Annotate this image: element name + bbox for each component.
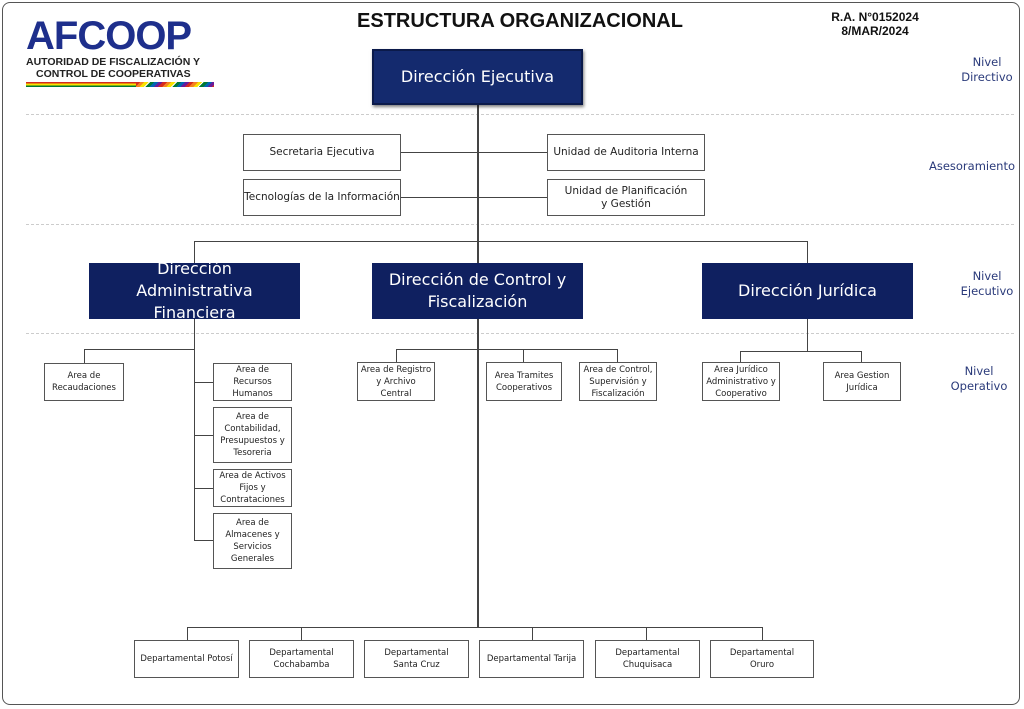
box-area-control-supervision[interactable]: Area de Control, Supervisión y Fiscaliza…: [579, 362, 657, 401]
box-area-juridico-administrativo[interactable]: Area Jurídico Administrativo y Cooperati…: [702, 362, 780, 401]
connector: [646, 627, 647, 641]
box-departamental-tarija[interactable]: Departamental Tarija: [479, 640, 584, 678]
level-directivo-line2: Directivo: [961, 70, 1013, 84]
resolution-number: R.A. N°0152024: [831, 10, 919, 24]
afcoop-logo: AFCOOP AUTORIDAD DE FISCALIZACIÓN Y CONT…: [26, 16, 226, 92]
connector: [807, 241, 808, 264]
box-planificacion-gestion[interactable]: Unidad de Planificación y Gestión: [547, 179, 705, 216]
box-secretaria-ejecutiva[interactable]: Secretaria Ejecutiva: [243, 134, 401, 171]
connector: [523, 349, 524, 363]
connector: [194, 488, 214, 489]
connector: [400, 152, 548, 153]
box-direccion-ejecutiva[interactable]: Dirección Ejecutiva: [372, 49, 583, 105]
connector: [861, 351, 862, 363]
box-area-recursos-humanos[interactable]: Area de Recursos Humanos: [213, 363, 292, 401]
connector: [396, 349, 397, 363]
connector: [396, 349, 618, 350]
level-operativo: Nivel Operativo: [942, 364, 1016, 394]
connector: [84, 349, 85, 364]
flag-stripe: [26, 82, 214, 87]
box-direccion-administrativa[interactable]: Dirección Administrativa Financiera: [89, 259, 300, 322]
connector: [194, 318, 195, 541]
logo-subtitle-1: AUTORIDAD DE FISCALIZACIÓN Y: [26, 56, 201, 68]
divider: [26, 333, 1014, 334]
connector: [194, 540, 214, 541]
logo-brand: AFCOOP: [26, 14, 192, 58]
connector: [532, 627, 533, 641]
box-departamental-chuquisaca[interactable]: Departamental Chuquisaca: [595, 640, 700, 678]
connector: [617, 349, 618, 363]
box-departamental-santa-cruz[interactable]: Departamental Santa Cruz: [364, 640, 469, 678]
main-trunk-line: [477, 104, 479, 628]
box-departamental-oruro[interactable]: Departamental Oruro: [710, 640, 814, 678]
connector: [807, 318, 808, 352]
connector: [194, 241, 808, 242]
box-tecnologias-informacion[interactable]: Tecnologías de la Información: [243, 179, 401, 216]
box-area-registro-archivo[interactable]: Area de Registro y Archivo Central: [357, 362, 435, 401]
level-operativo-line2: Operativo: [950, 379, 1008, 393]
connector: [740, 351, 741, 363]
divider: [26, 224, 1014, 225]
box-departamental-cochabamba[interactable]: Departamental Cochabamba: [249, 640, 354, 678]
box-area-tramites[interactable]: Area Tramites Cooperativos: [486, 362, 562, 401]
box-area-recaudaciones[interactable]: Area de Recaudaciones: [44, 363, 124, 401]
box-area-contabilidad[interactable]: Area de Contabilidad, Presupuestos y Tes…: [213, 407, 292, 463]
connector: [84, 349, 195, 350]
connector: [187, 627, 763, 628]
resolution-info: R.A. N°0152024 8/MAR/2024: [805, 10, 945, 38]
connector: [194, 435, 214, 436]
level-asesoramiento: Asesoramiento: [928, 159, 1016, 173]
connector: [194, 241, 195, 264]
box-area-gestion-juridica[interactable]: Area Gestion Jurídica: [823, 362, 901, 401]
level-operativo-line1: Nivel: [964, 364, 994, 378]
box-direccion-juridica[interactable]: Dirección Jurídica: [702, 263, 913, 319]
level-ejecutivo: Nivel Ejecutivo: [952, 269, 1022, 299]
box-area-almacenes[interactable]: Area de Almacenes y Servicios Generales: [213, 513, 292, 569]
connector: [187, 627, 188, 641]
connector: [740, 351, 862, 352]
connector: [194, 382, 214, 383]
page-title: ESTRUCTURA ORGANIZACIONAL: [357, 10, 683, 32]
logo-subtitle-2: CONTROL DE COOPERATIVAS: [36, 68, 191, 80]
connector: [762, 627, 763, 641]
box-departamental-potosi[interactable]: Departamental Potosí: [134, 640, 239, 678]
level-ejecutivo-line1: Nivel: [972, 269, 1002, 283]
connector: [400, 197, 548, 198]
box-direccion-control[interactable]: Dirección de Control y Fiscalización: [372, 263, 583, 319]
level-directivo: Nivel Directivo: [952, 55, 1022, 85]
resolution-date: 8/MAR/2024: [841, 24, 909, 38]
box-auditoria-interna[interactable]: Unidad de Auditoria Interna: [547, 134, 705, 171]
divider: [26, 114, 1014, 115]
box-area-activos-fijos[interactable]: Area de Activos Fijos y Contrataciones: [213, 469, 292, 507]
level-directivo-line1: Nivel: [972, 55, 1002, 69]
level-ejecutivo-line2: Ejecutivo: [960, 284, 1014, 298]
connector: [301, 627, 302, 641]
